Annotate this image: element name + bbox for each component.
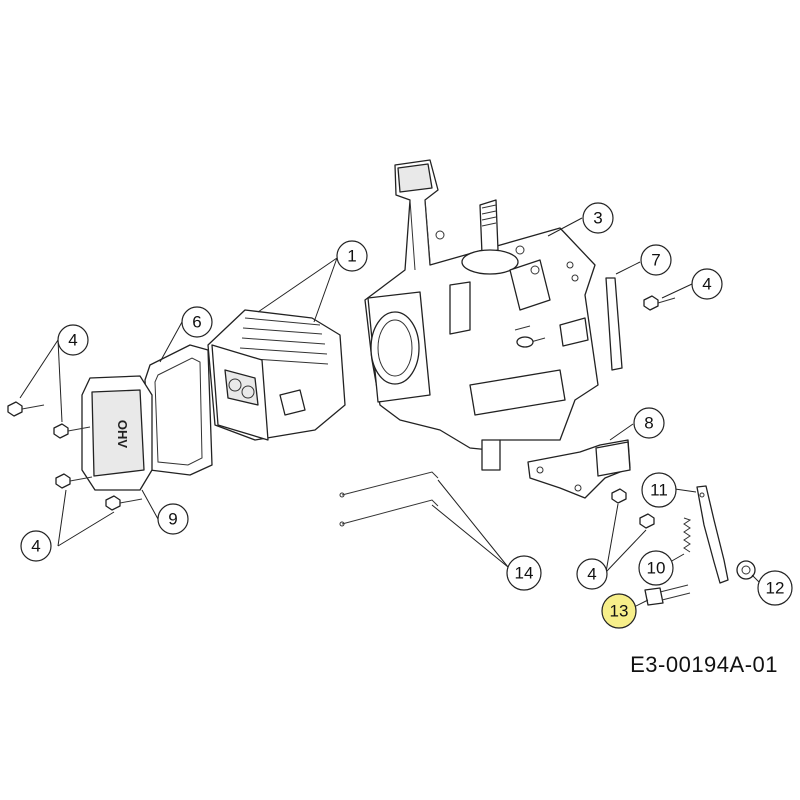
svg-text:13: 13 — [610, 602, 629, 621]
svg-text:4: 4 — [31, 537, 40, 556]
callout-6: 6 — [181, 306, 213, 338]
svg-text:7: 7 — [651, 251, 660, 270]
governor-bracket — [527, 439, 631, 499]
svg-text:11: 11 — [650, 481, 668, 500]
callout-7: 7 — [640, 244, 672, 276]
governor-lever — [696, 485, 729, 584]
svg-text:4: 4 — [587, 565, 596, 584]
callout-10: 10 — [638, 550, 674, 586]
svg-text:14: 14 — [515, 564, 534, 583]
callout-1: 1 — [336, 240, 368, 272]
svg-text:9: 9 — [168, 510, 177, 529]
gasket-strip — [605, 277, 623, 371]
svg-text:8: 8 — [644, 414, 653, 433]
svg-text:6: 6 — [192, 313, 201, 332]
cylinder-head — [207, 309, 346, 441]
callout-12: 12 — [757, 570, 793, 606]
leader-lines — [19, 217, 762, 611]
governor-spring — [683, 517, 692, 553]
head-gasket — [144, 344, 213, 476]
svg-text:4: 4 — [68, 331, 77, 350]
svg-text:10: 10 — [647, 559, 666, 578]
callout-3: 3 — [582, 202, 614, 234]
callout-11: 11 — [641, 472, 677, 508]
callout-14: 14 — [506, 555, 542, 591]
callout-9: 9 — [157, 503, 189, 535]
svg-text:3: 3 — [593, 209, 602, 228]
svg-text:12: 12 — [766, 579, 785, 598]
lever-nut — [736, 560, 756, 580]
svg-text:4: 4 — [702, 275, 711, 294]
callout-4-bottom-right: 4 — [576, 558, 608, 590]
valve-cover-marking: OHV — [115, 420, 130, 449]
callout-8: 8 — [633, 407, 665, 439]
governor-rods — [339, 471, 439, 527]
callout-4-bottom-left: 4 — [20, 530, 52, 562]
engine-block — [364, 159, 599, 471]
callout-4-top-left: 4 — [57, 324, 89, 356]
callout-4-top-right: 4 — [691, 268, 723, 300]
callout-13: 13 — [601, 593, 637, 629]
bolts — [7, 295, 676, 529]
lever-pin — [644, 584, 691, 606]
svg-text:1: 1 — [347, 247, 356, 266]
valve-cover: OHV — [81, 375, 153, 491]
drawing-id: E3-00194A-01 — [630, 652, 778, 677]
